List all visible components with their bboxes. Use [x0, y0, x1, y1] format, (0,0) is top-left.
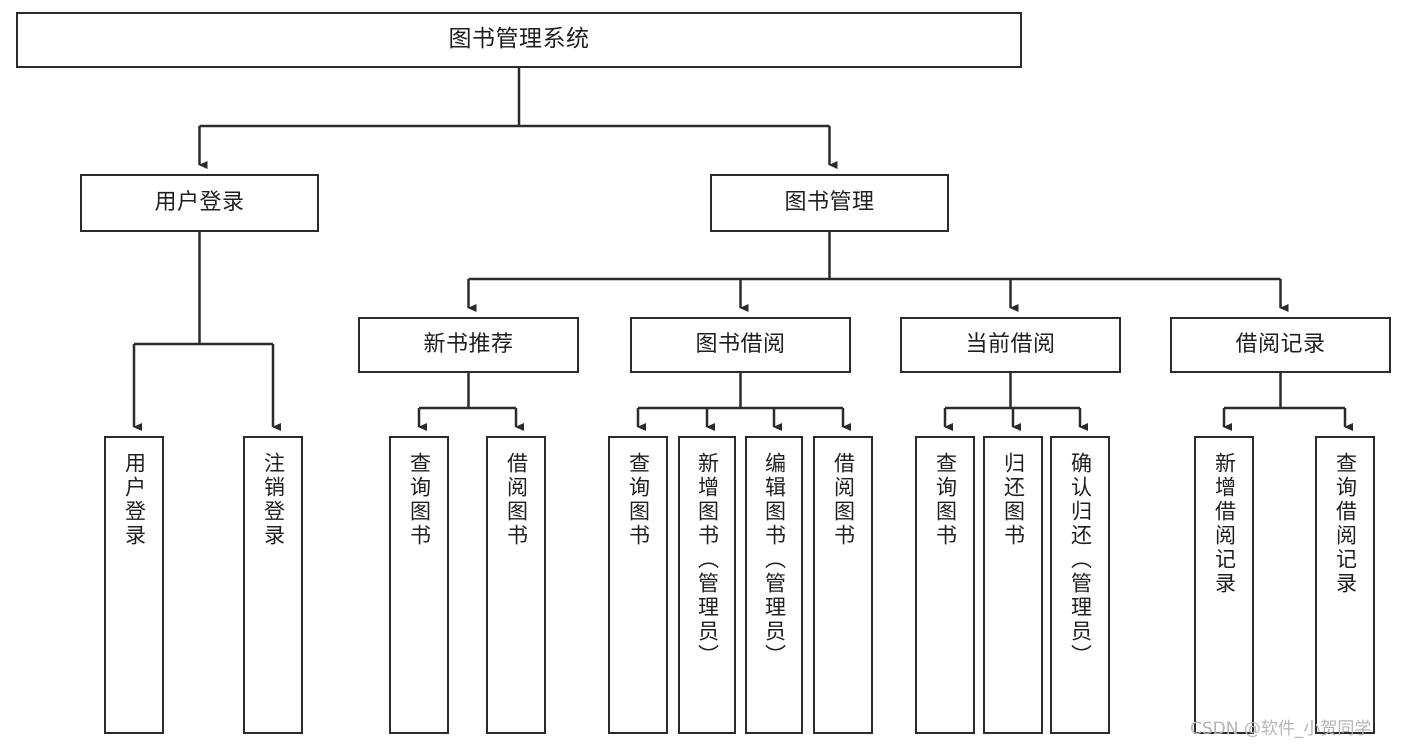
node-label: 用户登录 [154, 190, 245, 216]
node-label: 新增借阅记录 [1212, 452, 1237, 596]
node-label: 图书管理 [784, 190, 875, 216]
node-borrow-record[interactable]: 借阅记录 [1170, 317, 1391, 373]
node-book-borrow[interactable]: 图书借阅 [630, 317, 851, 373]
node-leaf-return-book[interactable]: 归还图书 [983, 436, 1043, 734]
node-label: 新增图书（管理员） [695, 452, 720, 668]
node-leaf-query-book-3[interactable]: 查询图书 [915, 436, 975, 734]
node-leaf-borrow-book-2[interactable]: 借阅图书 [813, 436, 873, 734]
node-label: 查询借阅记录 [1333, 452, 1358, 596]
node-leaf-edit-book-admin[interactable]: 编辑图书（管理员） [745, 436, 803, 734]
node-label: 借阅记录 [1235, 332, 1326, 358]
node-leaf-user-logout[interactable]: 注销登录 [243, 436, 303, 734]
watermark: CSDN @软件_小贺同学 [1190, 719, 1372, 739]
node-label: 查询图书 [407, 452, 432, 548]
node-label: 归还图书 [1001, 452, 1026, 548]
node-leaf-query-book-2[interactable]: 查询图书 [608, 436, 668, 734]
node-label: 借阅图书 [504, 452, 529, 548]
node-leaf-user-login[interactable]: 用户登录 [104, 436, 164, 734]
node-leaf-borrow-book-1[interactable]: 借阅图书 [486, 436, 546, 734]
node-label: 编辑图书（管理员） [762, 452, 787, 668]
node-label: 查询图书 [933, 452, 958, 548]
node-leaf-query-borrow-record[interactable]: 查询借阅记录 [1315, 436, 1375, 734]
node-label: 图书管理系统 [448, 26, 590, 53]
node-leaf-query-book-1[interactable]: 查询图书 [389, 436, 449, 734]
node-leaf-add-book-admin[interactable]: 新增图书（管理员） [678, 436, 736, 734]
node-label: 注销登录 [261, 452, 286, 548]
node-label: 用户登录 [122, 452, 147, 548]
node-leaf-confirm-return-admin[interactable]: 确认归还（管理员） [1050, 436, 1110, 734]
node-root[interactable]: 图书管理系统 [16, 12, 1022, 68]
node-label: 图书借阅 [695, 332, 786, 358]
node-book-manage[interactable]: 图书管理 [710, 174, 949, 232]
node-label: 当前借阅 [965, 332, 1056, 358]
node-label: 查询图书 [626, 452, 651, 548]
node-current-borrow[interactable]: 当前借阅 [900, 317, 1121, 373]
node-user-login[interactable]: 用户登录 [80, 174, 319, 232]
node-label: 确认归还（管理员） [1068, 452, 1093, 668]
node-leaf-add-borrow-record[interactable]: 新增借阅记录 [1194, 436, 1254, 734]
node-label: 新书推荐 [423, 332, 514, 358]
node-label: 借阅图书 [831, 452, 856, 548]
node-new-book-recommend[interactable]: 新书推荐 [358, 317, 579, 373]
